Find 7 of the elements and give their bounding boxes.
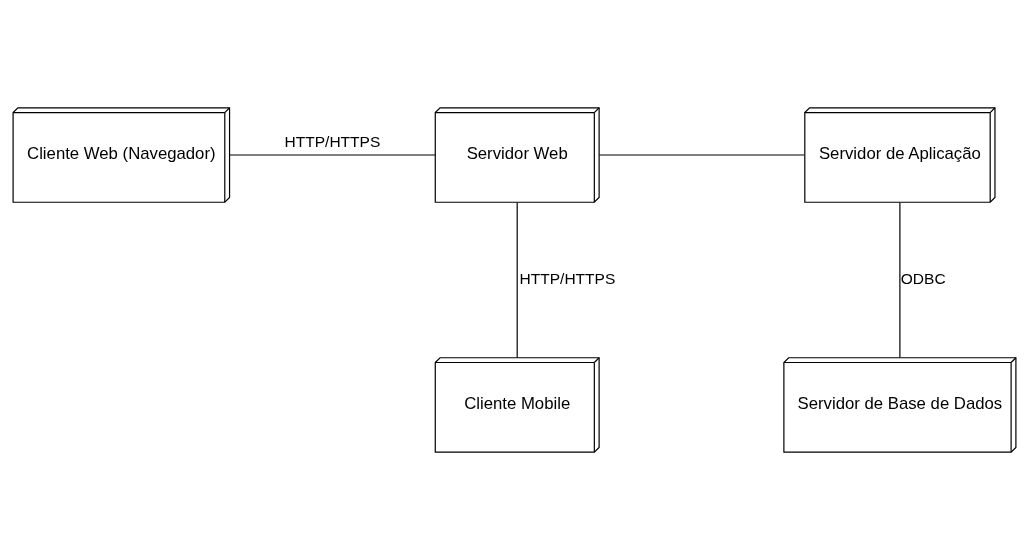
edge-label: HTTP/HTTPS [519,270,616,288]
edge-label: HTTP/HTTPS [284,133,381,151]
edge-label: ODBC [900,270,946,288]
connector [598,154,805,156]
connector [229,154,436,156]
connector [516,202,518,359]
connector [899,202,901,359]
